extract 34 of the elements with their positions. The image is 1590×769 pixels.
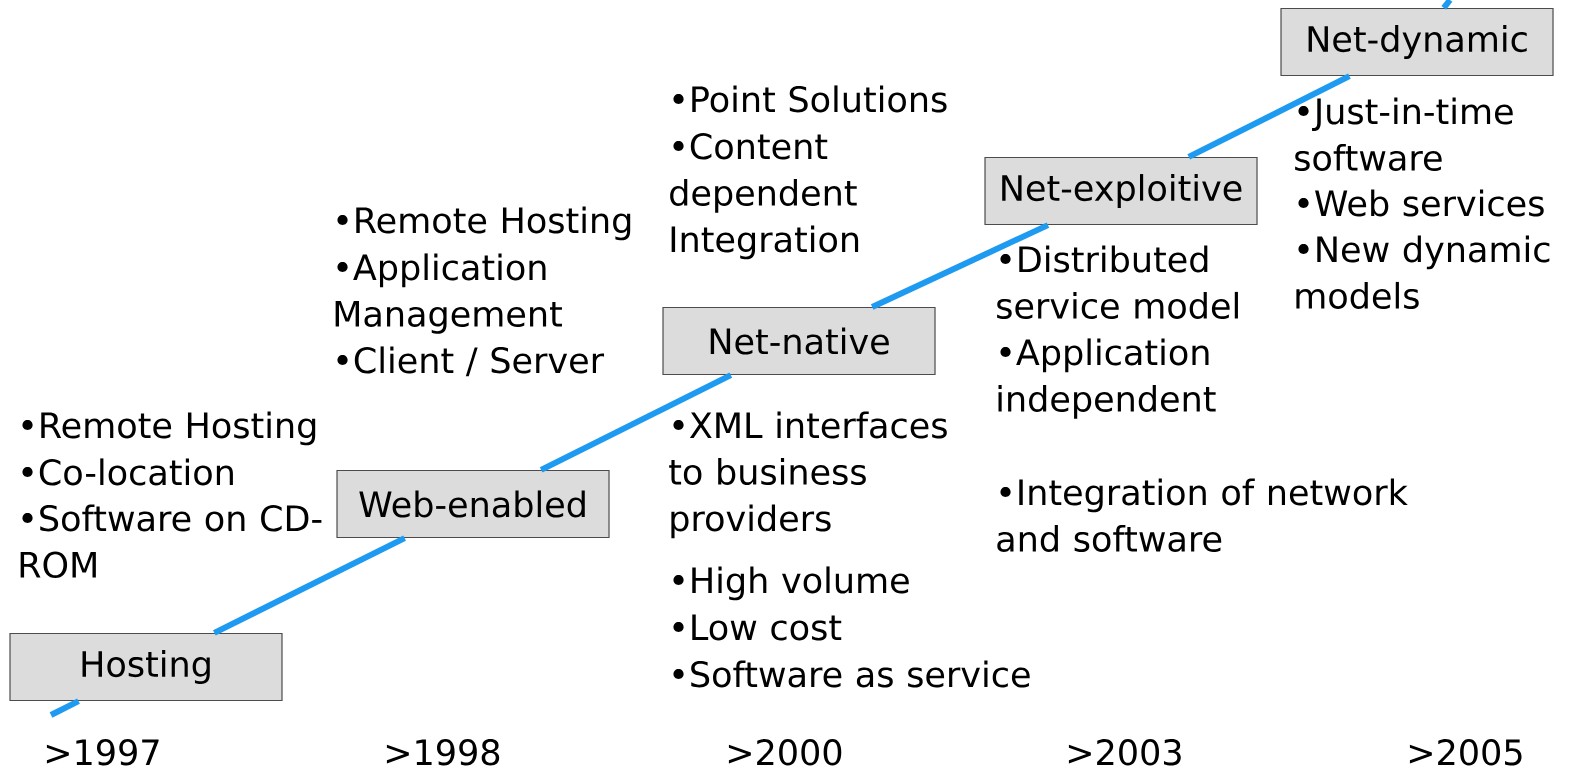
bullet-item: •Just-in-time software	[1295, 97, 1513, 171]
bullet-item: •High volume	[673, 566, 909, 601]
bullet-item: •Software as service	[673, 660, 1030, 688]
bullet-item: •Application Management	[335, 253, 562, 334]
trend-line	[1187, 73, 1351, 160]
year-label: >1998	[386, 739, 500, 766]
bullet-item: •Web services	[1298, 189, 1544, 217]
bullet-item: •Integration of network and software	[997, 478, 1408, 552]
bullet-item: •Client / Server	[337, 346, 605, 377]
trend-line	[539, 372, 733, 473]
bullet-item: •Co-location	[22, 458, 233, 486]
stage-box: Net-exploitive	[984, 156, 1258, 226]
bullet-item: •Content dependent Integration	[670, 133, 859, 260]
bullet-item: •Low cost	[673, 614, 842, 641]
trend-line	[1441, 0, 1453, 10]
bullet-item: •Distributed service model	[997, 245, 1238, 319]
stage-box: Net-dynamic	[1280, 7, 1554, 77]
bullet-item: •New dynamic models	[1296, 235, 1550, 309]
bullet-item: •Remote Hosting	[22, 411, 316, 446]
year-label: >2005	[1409, 739, 1522, 766]
stage-box: Hosting	[9, 632, 283, 702]
stage-box: Web-enabled	[336, 469, 610, 539]
bullet-item: •Application independent	[998, 338, 1216, 419]
year-label: >2000	[728, 739, 842, 766]
year-label: >1997	[46, 739, 159, 766]
bullet-item: •XML interfaces to business providers	[669, 411, 947, 539]
year-label: >2003	[1068, 739, 1181, 766]
stage-box: Net-native	[662, 306, 936, 376]
trend-line	[870, 222, 1050, 310]
trend-line	[49, 698, 80, 718]
bullet-item: •Remote Hosting	[337, 206, 631, 241]
trend-line	[213, 535, 406, 636]
bullet-item: •Software on CD-ROM	[20, 504, 322, 578]
bullet-item: •Point Solutions	[673, 85, 947, 113]
